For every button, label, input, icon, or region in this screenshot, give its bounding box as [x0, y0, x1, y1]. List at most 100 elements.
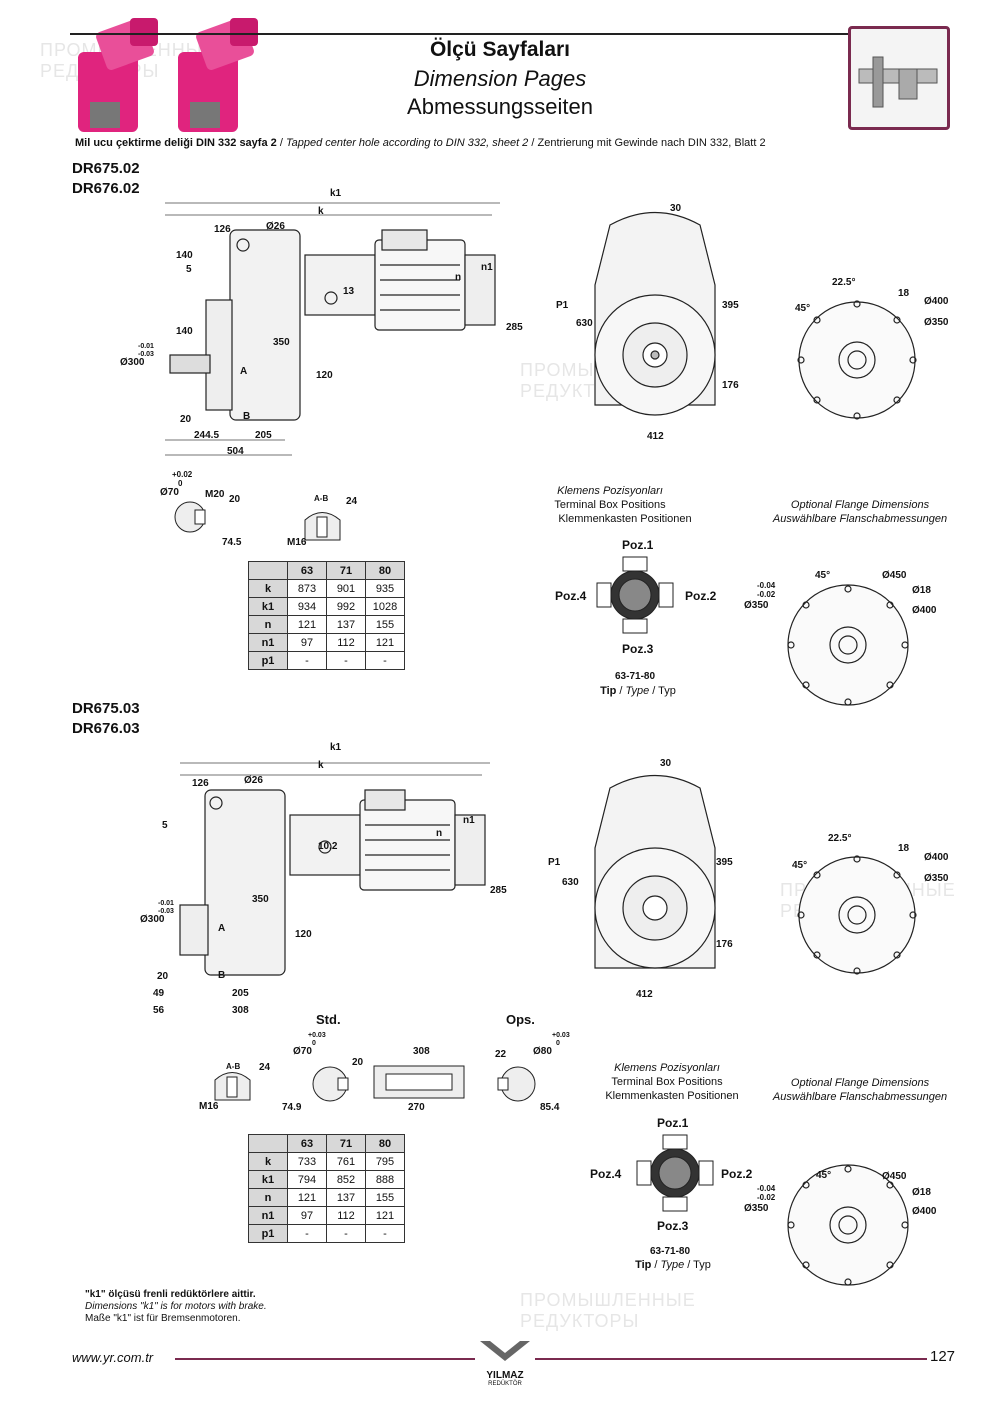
dim-412: 412	[647, 431, 664, 442]
table-cell: 97	[287, 633, 327, 652]
dim-45: 45°	[816, 1170, 832, 1181]
table-header: 63	[287, 561, 327, 580]
dim-m20: M20	[205, 489, 225, 500]
flange-caption-de: Auswählbare Flanschabmessungen	[772, 513, 948, 525]
dim-n1: n1	[481, 262, 493, 273]
tb-caption-tr: Klemens Pozisyonları	[614, 1062, 720, 1074]
table-header: 80	[365, 1134, 405, 1153]
dim-d70: Ø70	[293, 1046, 312, 1057]
dim-m16: M16	[287, 537, 307, 548]
dim-d450: Ø450	[882, 1171, 907, 1182]
table-cell: 901	[326, 579, 366, 598]
table-cell: -	[287, 1224, 327, 1243]
dim-tol: -0.04	[757, 581, 776, 590]
flange-caption-en: Optional Flange Dimensions	[790, 499, 930, 511]
row-label: n1	[248, 633, 288, 652]
dim-22-5: 22.5°	[828, 833, 852, 844]
caliper-icon	[848, 26, 950, 130]
dim-45: 45°	[815, 570, 831, 581]
side-view-drawing	[165, 202, 500, 456]
front-view-drawing	[594, 211, 716, 416]
dim-630: 630	[562, 877, 579, 888]
dim-18: 18	[898, 843, 910, 854]
table-cell: 795	[365, 1152, 405, 1171]
dim-d350: Ø350	[924, 317, 949, 328]
front-view-drawing	[594, 774, 716, 969]
dim-30: 30	[660, 758, 672, 769]
dim-tol: 0	[556, 1040, 560, 1047]
table-cell: -	[287, 651, 327, 670]
table-cell: 888	[365, 1170, 405, 1189]
page-title-de: Abmessungsseiten	[407, 94, 593, 119]
motor-image-2	[178, 18, 258, 132]
type-sizes: 63-71-80	[615, 671, 656, 682]
dim-d70: Ø70	[160, 487, 179, 498]
poz4-label: Poz.4	[555, 589, 587, 603]
table-cell: 873	[287, 579, 327, 598]
dim-d400: Ø400	[924, 296, 949, 307]
table-header: 63	[287, 1134, 327, 1153]
side-view-drawing	[179, 762, 490, 976]
dim-20: 20	[180, 414, 192, 425]
dim-140: 140	[176, 326, 193, 337]
type-label: Tip / Type / Typ	[600, 685, 676, 697]
dim-22-5: 22.5°	[832, 277, 856, 288]
dim-85-4: 85.4	[540, 1102, 560, 1113]
dim-205: 205	[232, 988, 249, 999]
dim-24: 24	[346, 496, 358, 507]
footer-url[interactable]: www.yr.com.tr	[72, 1350, 154, 1365]
note-tr: "k1" ölçüsü frenli redüktörlere aittir.	[85, 1289, 256, 1300]
dim-30: 30	[670, 203, 682, 214]
dim-5: 5	[186, 264, 192, 275]
table-cell: 794	[287, 1170, 327, 1189]
dim-k: k	[318, 206, 324, 217]
table-cell: 121	[365, 1206, 405, 1225]
table-cell: 761	[326, 1152, 366, 1171]
table-corner	[248, 1134, 288, 1153]
center-hole-detail	[214, 1072, 251, 1101]
dim-B: B	[243, 411, 251, 422]
dim-A: A	[240, 366, 248, 377]
dim-k: k	[318, 760, 324, 771]
table-cell: 852	[326, 1170, 366, 1189]
dim-d350: Ø350	[924, 873, 949, 884]
table-cell: -	[326, 651, 366, 670]
brand-name: YILMAZ	[486, 1370, 524, 1381]
shaft-detail	[174, 501, 206, 533]
table-cell: 935	[365, 579, 405, 598]
dim-126: 126	[214, 224, 231, 235]
dim-k1: k1	[330, 742, 342, 753]
tb-caption-tr: Klemens Pozisyonları	[557, 485, 663, 497]
brand-sub: REDÜKTÖR	[488, 1381, 522, 1387]
table-header: 71	[326, 1134, 366, 1153]
dim-n: n	[436, 828, 443, 839]
poz2-label: Poz.2	[721, 1167, 753, 1181]
subheader-tr: Mil ucu çektirme deliği DIN 332 sayfa 2	[75, 137, 277, 149]
dim-d350: Ø350	[744, 600, 769, 611]
dim-P1: P1	[548, 857, 561, 868]
dim-P1: P1	[556, 300, 569, 311]
dim-tol: -0.02	[757, 590, 776, 599]
dim-d300: Ø300	[140, 914, 165, 925]
type-label: Tip / Type / Typ	[635, 1259, 711, 1271]
table-cell: 121	[287, 615, 327, 634]
flange-caption-de: Auswählbare Flanschabmessungen	[772, 1091, 948, 1103]
page-number: 127	[930, 1348, 956, 1365]
dim-308: 308	[413, 1046, 430, 1057]
dim-d400: Ø400	[924, 852, 949, 863]
dim-176: 176	[722, 380, 739, 391]
note-en: Dimensions "k1" is for motors with brake…	[85, 1301, 267, 1312]
dim-22: 22	[495, 1049, 507, 1060]
poz3-label: Poz.3	[622, 642, 654, 656]
flange-caption-en: Optional Flange Dimensions	[790, 1077, 930, 1089]
dim-d350: Ø350	[744, 1203, 769, 1214]
dim-tol: -0.03	[138, 351, 154, 358]
